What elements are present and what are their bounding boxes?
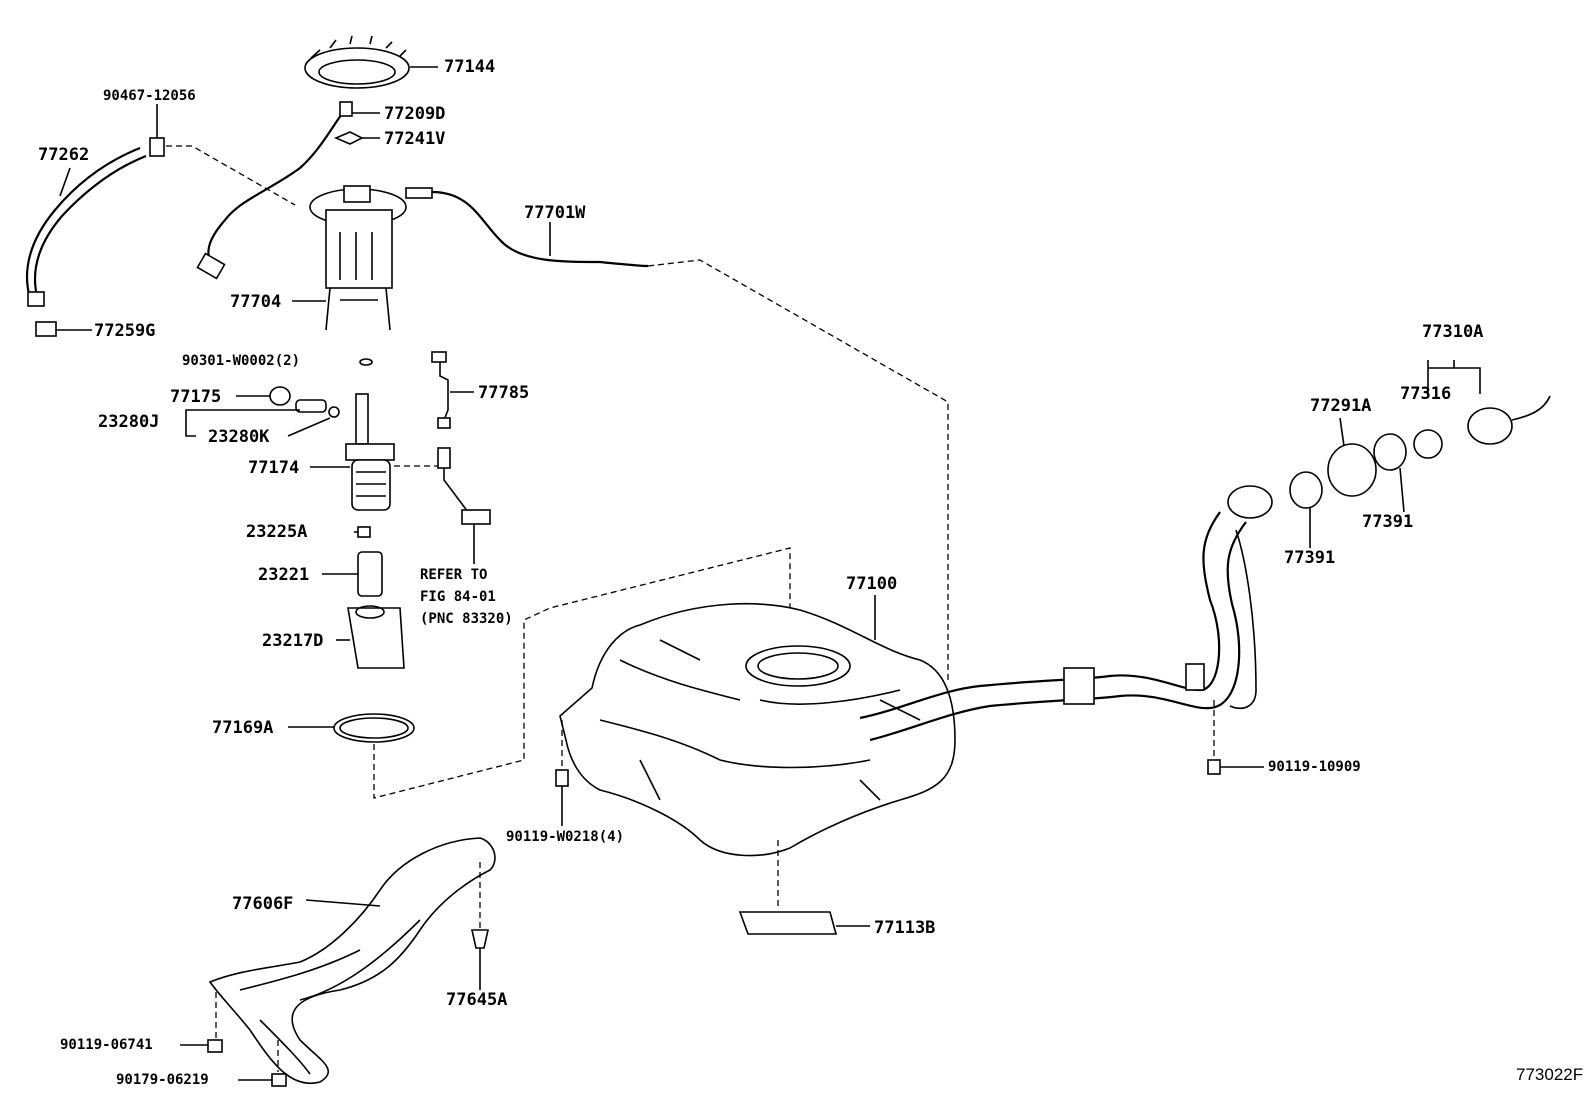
refer-note-line-3: (PNC 83320): [420, 611, 513, 627]
leader-23280k: [287, 417, 331, 437]
tube-fitting: [339, 101, 353, 117]
nut-90179-06219: [271, 1073, 287, 1087]
part-label-77310a: 77310A: [1422, 322, 1484, 342]
part-label-77175: 77175: [170, 387, 222, 407]
bracket-77310a: [1427, 360, 1481, 398]
wire-connector-top: [431, 351, 447, 363]
dashed-module-path: [373, 547, 791, 799]
filter-23217d: [347, 607, 405, 669]
part-label-23280k: 23280K: [208, 427, 270, 447]
part-label-77100: 77100: [846, 574, 898, 594]
clamp-part: [35, 321, 57, 337]
filler-housing-77291a: [1327, 443, 1377, 497]
fuel-cap-part: [1467, 407, 1513, 445]
breather-pipe: [1229, 529, 1257, 710]
clip-part: [149, 137, 165, 157]
hose-part: [26, 146, 141, 299]
leader-77291a: [1339, 417, 1345, 447]
filler-pipe-part: [859, 511, 1221, 720]
tube-connector: [196, 252, 226, 280]
pump-module-part: [309, 185, 407, 331]
leader-77606f: [305, 899, 381, 907]
part-label-77241v: 77241V: [384, 129, 446, 149]
return-tube-part: [431, 190, 649, 268]
part-label-77316: 77316: [1400, 384, 1452, 404]
cap-tether: [1511, 395, 1551, 421]
hose-part-edge: [34, 154, 147, 301]
part-label-23225a: 23225A: [246, 522, 308, 542]
part-label-77785: 77785: [478, 383, 530, 403]
regulator-part: [295, 399, 327, 413]
protector-77606f: [208, 837, 496, 1085]
filler-clamp: [1063, 667, 1095, 705]
clip-77645a: [471, 929, 489, 949]
ring-77391-right: [1373, 433, 1407, 471]
gasket-small: [333, 131, 364, 145]
gasket-77169a-inner: [339, 717, 409, 739]
figure-id: 773022F: [1516, 1065, 1584, 1084]
sender-body: [437, 447, 451, 469]
lock-ring-part: [304, 35, 410, 89]
filter-23217d-top: [355, 605, 385, 619]
tube-part: [207, 107, 347, 263]
part-label-77113b: 77113B: [874, 918, 936, 938]
filler-neck: [1227, 485, 1273, 519]
part-label-77259g: 77259G: [94, 321, 156, 341]
part-label-77169a: 77169A: [212, 718, 274, 738]
dashed-77701w: [647, 259, 949, 680]
part-label-77391-left: 77391: [1284, 548, 1336, 568]
part-label-90119-w0218: 90119-W0218(4): [506, 829, 625, 845]
gasket-77169a: [333, 713, 415, 743]
refer-note-line-1: REFER TO: [420, 567, 488, 583]
part-label-23221: 23221: [258, 565, 310, 585]
part-label-90119-10909: 90119-10909: [1268, 759, 1361, 775]
filler-bracket: [1185, 663, 1205, 691]
bolt-90119-10909: [1207, 759, 1221, 775]
filler-pipe-edge: [869, 521, 1247, 742]
hose-end: [27, 291, 45, 307]
o-ring-small: [359, 358, 373, 366]
part-label-77391-right: 77391: [1362, 512, 1414, 532]
return-tube-end: [405, 187, 433, 199]
part-label-77701w: 77701W: [524, 203, 586, 223]
part-label-77174: 77174: [248, 458, 300, 478]
leader-77262: [59, 167, 71, 197]
part-label-90179-06219: 90179-06219: [116, 1072, 209, 1088]
bracket-77113b: [738, 911, 838, 935]
part-label-77209d: 77209D: [384, 104, 446, 124]
filter-23221: [357, 551, 383, 597]
bolt-90119-06741: [207, 1039, 223, 1053]
part-label-90301-w0002: 90301-W0002(2): [182, 353, 301, 369]
part-label-77144: 77144: [444, 57, 496, 77]
regulator-ring: [328, 406, 340, 418]
cushion-part: [269, 386, 291, 406]
dashed-90467: [166, 145, 296, 206]
wire-connector-bottom: [437, 417, 451, 429]
cushion-23225a: [357, 526, 371, 538]
part-label-90119-06741: 90119-06741: [60, 1037, 153, 1053]
wire-part: [439, 358, 449, 421]
fuel-tank-part: [559, 602, 956, 857]
part-label-77645a: 77645A: [446, 990, 508, 1010]
fuel-pump-part: [345, 393, 395, 511]
bolt-90119-w0218: [555, 769, 569, 787]
bracket-23280j: [185, 409, 300, 437]
part-label-77262: 77262: [38, 145, 90, 165]
part-label-77606f: 77606F: [232, 894, 294, 914]
part-label-23280j: 23280J: [98, 412, 160, 432]
part-label-77291a: 77291A: [1310, 396, 1372, 416]
gasket-77316: [1413, 429, 1443, 459]
leader-77391-right: [1399, 467, 1405, 513]
part-label-23217d: 23217D: [262, 631, 324, 651]
part-label-90467-12056: 90467-12056: [103, 88, 196, 104]
ring-77391-left: [1289, 471, 1323, 509]
refer-note-line-2: FIG 84-01: [420, 589, 496, 605]
part-label-77704: 77704: [230, 292, 282, 312]
sender-float: [461, 509, 491, 525]
